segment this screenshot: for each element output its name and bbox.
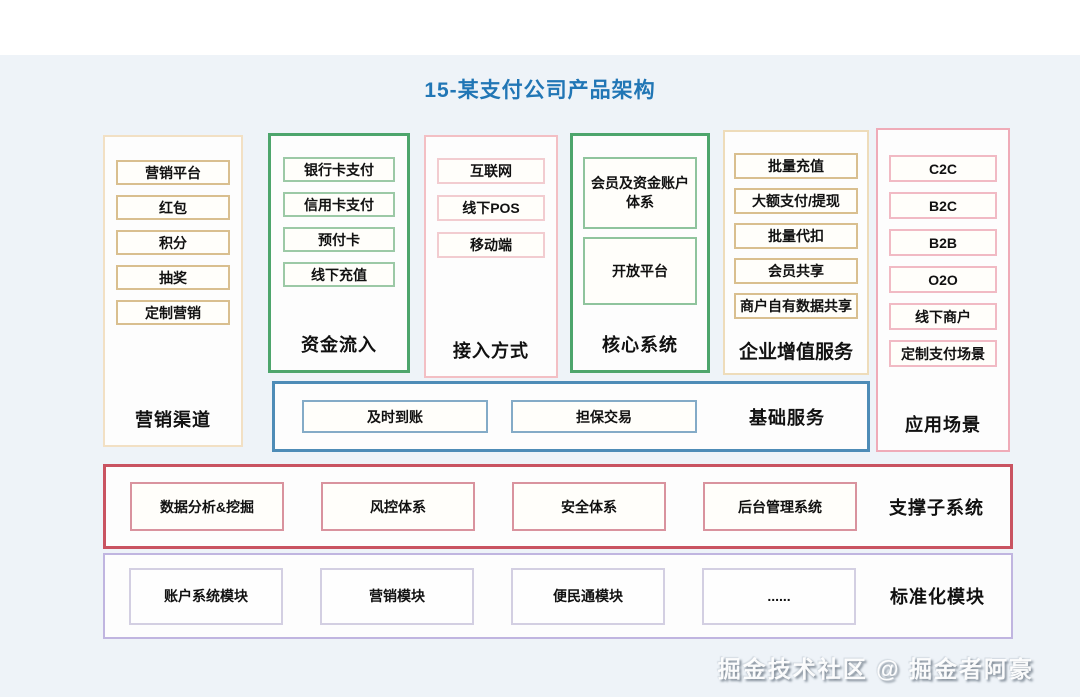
standard-module-label: 标准化模块 <box>890 587 985 607</box>
diagram-box: O2O <box>889 266 997 293</box>
marketing-channel-group: 营销平台 红包 积分 抽奖 定制营销 营销渠道 <box>103 135 243 447</box>
diagram-box: 会员共享 <box>734 258 858 284</box>
diagram-box: 开放平台 <box>583 237 697 305</box>
diagram-box: 风控体系 <box>321 482 475 531</box>
diagram-box: 银行卡支付 <box>283 157 395 182</box>
diagram-box: 大额支付/提现 <box>734 188 858 214</box>
diagram-box: 批量充值 <box>734 153 858 179</box>
diagram-box: 安全体系 <box>512 482 666 531</box>
top-white-strip <box>0 0 1080 55</box>
core-system-label: 核心系统 <box>602 335 678 355</box>
diagram-box: 预付卡 <box>283 227 395 252</box>
diagram-box: 积分 <box>116 230 230 255</box>
diagram-box: 定制营销 <box>116 300 230 325</box>
core-system-group: 会员及资金账户体系 开放平台 核心系统 <box>570 133 710 373</box>
support-subsystem-label: 支撑子系统 <box>889 497 984 518</box>
support-subsystem-bar: 数据分析&挖掘 风控体系 安全体系 后台管理系统 支撑子系统 <box>103 464 1013 549</box>
diagram-box: 及时到账 <box>302 400 488 433</box>
diagram-box: 商户自有数据共享 <box>734 293 858 319</box>
access-method-group: 互联网 线下POS 移动端 接入方式 <box>424 135 558 378</box>
diagram-box: 账户系统模块 <box>129 567 283 625</box>
diagram-box: 营销平台 <box>116 160 230 185</box>
application-scenario-label: 应用场景 <box>905 415 981 435</box>
marketing-channel-label: 营销渠道 <box>135 410 211 430</box>
diagram-box: ...... <box>702 567 856 625</box>
value-added-service-label: 企业增值服务 <box>738 342 853 363</box>
diagram-box: 线下商户 <box>889 303 997 330</box>
value-added-service-group: 批量充值 大额支付/提现 批量代扣 会员共享 商户自有数据共享 企业增值服务 <box>723 130 869 375</box>
diagram-box: 线下POS <box>437 195 545 221</box>
basic-service-label: 基础服务 <box>749 407 825 428</box>
diagram-box: 抽奖 <box>116 265 230 290</box>
diagram-box: 担保交易 <box>511 400 697 433</box>
diagram-box: 红包 <box>116 195 230 220</box>
diagram-box: B2C <box>889 192 997 219</box>
diagram-box: 后台管理系统 <box>703 482 857 531</box>
diagram-box: 信用卡支付 <box>283 192 395 217</box>
diagram-box: 批量代扣 <box>734 223 858 249</box>
diagram-box: 线下充值 <box>283 262 395 287</box>
page-title: 15-某支付公司产品架构 <box>424 79 656 102</box>
diagram-box: 定制支付场景 <box>889 340 997 367</box>
funds-inflow-label: 资金流入 <box>301 335 377 355</box>
standard-module-bar: 账户系统模块 营销模块 便民通模块 ...... 标准化模块 <box>103 553 1013 639</box>
diagram-box: 移动端 <box>437 232 545 258</box>
diagram-box: B2B <box>889 229 997 256</box>
basic-service-bar: 及时到账 担保交易 基础服务 <box>272 381 870 452</box>
diagram-box: C2C <box>889 155 997 182</box>
diagram-box: 会员及资金账户体系 <box>583 157 697 229</box>
funds-inflow-group: 银行卡支付 信用卡支付 预付卡 线下充值 资金流入 <box>268 133 410 373</box>
diagram-box: 营销模块 <box>320 567 474 625</box>
diagram-box: 互联网 <box>437 158 545 184</box>
diagram-box: 数据分析&挖掘 <box>130 482 284 531</box>
access-method-label: 接入方式 <box>453 341 529 361</box>
diagram-box: 便民通模块 <box>511 567 665 625</box>
application-scenario-group: C2C B2C B2B O2O 线下商户 定制支付场景 应用场景 <box>876 128 1010 452</box>
watermark-text: 掘金技术社区 @ 掘金者阿豪 <box>717 656 1034 682</box>
